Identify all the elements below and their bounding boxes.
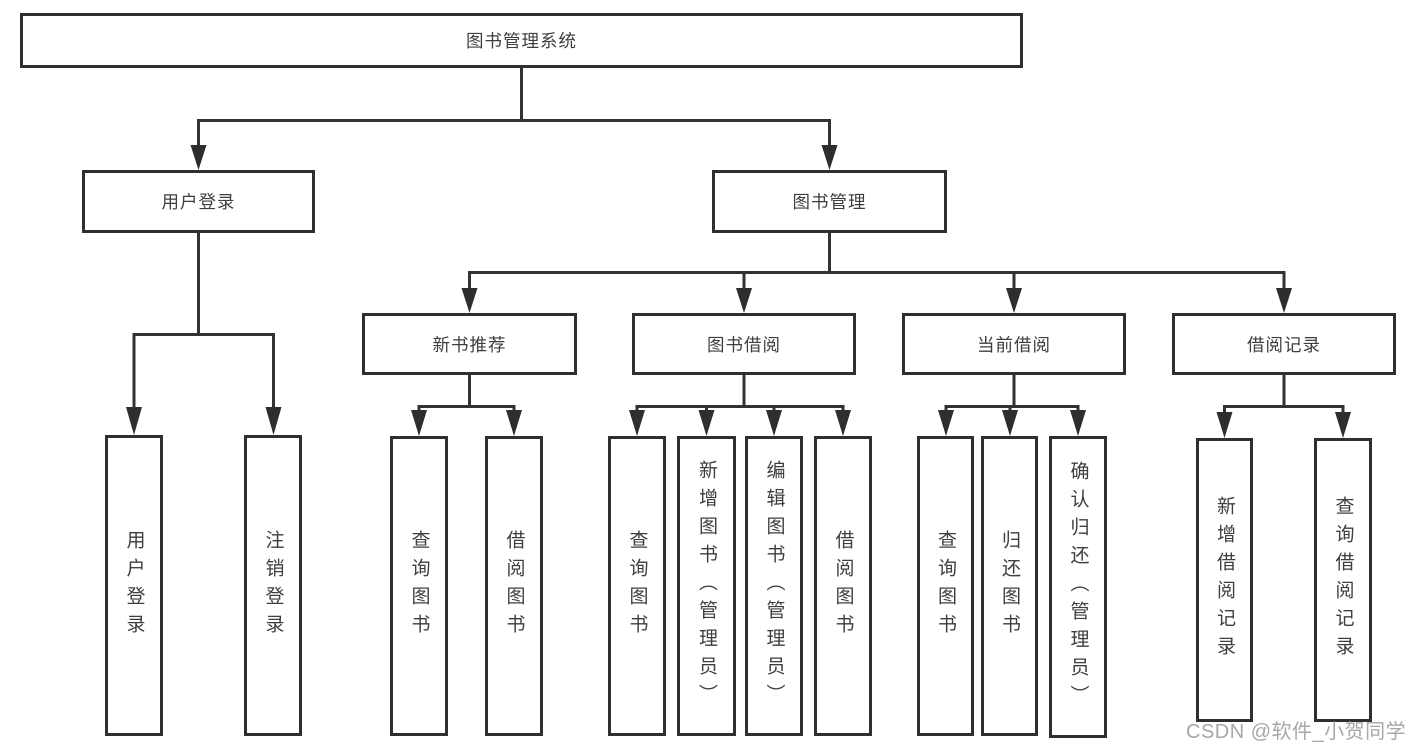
leaf-add-book-admin-label: 新增图书（管理员） [696,460,717,712]
leaf-logout-label: 注销登录 [262,529,284,642]
node-current-borrowing: 当前借阅 [902,313,1126,375]
node-book-management-branch-label: 图书管理 [792,192,867,212]
node-current-borrowing-label: 当前借阅 [977,334,1051,355]
leaf-user-login-label: 用户登录 [123,529,145,642]
leaf-query-books-current-label: 查询图书 [935,530,956,642]
node-library-management-system-label: 图书管理系统 [466,31,577,51]
leaf-borrow-books-borrowing: 借阅图书 [814,436,872,736]
leaf-query-books-recommend: 查询图书 [390,436,448,736]
leaf-edit-book-admin: 编辑图书（管理员） [745,436,803,736]
leaf-edit-book-admin-label: 编辑图书（管理员） [763,460,785,712]
node-new-book-recommendation-label: 新书推荐 [432,334,507,355]
leaf-query-borrow-record-label: 查询借阅记录 [1332,496,1354,664]
leaf-borrow-books-borrowing-label: 借阅图书 [832,530,854,642]
leaf-query-books-borrowing-label: 查询图书 [626,530,648,642]
leaf-user-login: 用户登录 [105,435,163,736]
leaf-add-borrow-record-label: 新增借阅记录 [1214,496,1235,664]
leaf-confirm-return-admin: 确认归还（管理员） [1049,436,1107,738]
node-user-login-branch-label: 用户登录 [161,192,236,212]
leaf-query-books-recommend-label: 查询图书 [408,530,430,642]
csdn-watermark: CSDN @软件_小贺同学 [1186,721,1405,743]
leaf-borrow-books-recommend: 借阅图书 [485,436,543,736]
leaf-add-borrow-record: 新增借阅记录 [1196,438,1253,722]
node-new-book-recommendation: 新书推荐 [362,313,577,375]
leaf-logout: 注销登录 [244,435,302,736]
leaf-query-borrow-record: 查询借阅记录 [1314,438,1372,722]
node-borrowing-records: 借阅记录 [1172,313,1396,375]
node-borrowing-records-label: 借阅记录 [1247,334,1321,355]
node-book-borrowing-label: 图书借阅 [707,334,781,355]
node-book-management-branch: 图书管理 [712,170,947,233]
node-user-login-branch: 用户登录 [82,170,315,233]
node-book-borrowing: 图书借阅 [632,313,856,375]
leaf-query-books-borrowing: 查询图书 [608,436,666,736]
leaf-confirm-return-admin-label: 确认归还（管理员） [1067,461,1089,713]
leaf-query-books-current: 查询图书 [917,436,974,736]
leaf-add-book-admin: 新增图书（管理员） [677,436,736,736]
node-library-management-system: 图书管理系统 [20,13,1023,68]
leaf-return-book: 归还图书 [981,436,1038,736]
leaf-borrow-books-recommend-label: 借阅图书 [503,530,525,642]
leaf-return-book-label: 归还图书 [999,530,1020,642]
